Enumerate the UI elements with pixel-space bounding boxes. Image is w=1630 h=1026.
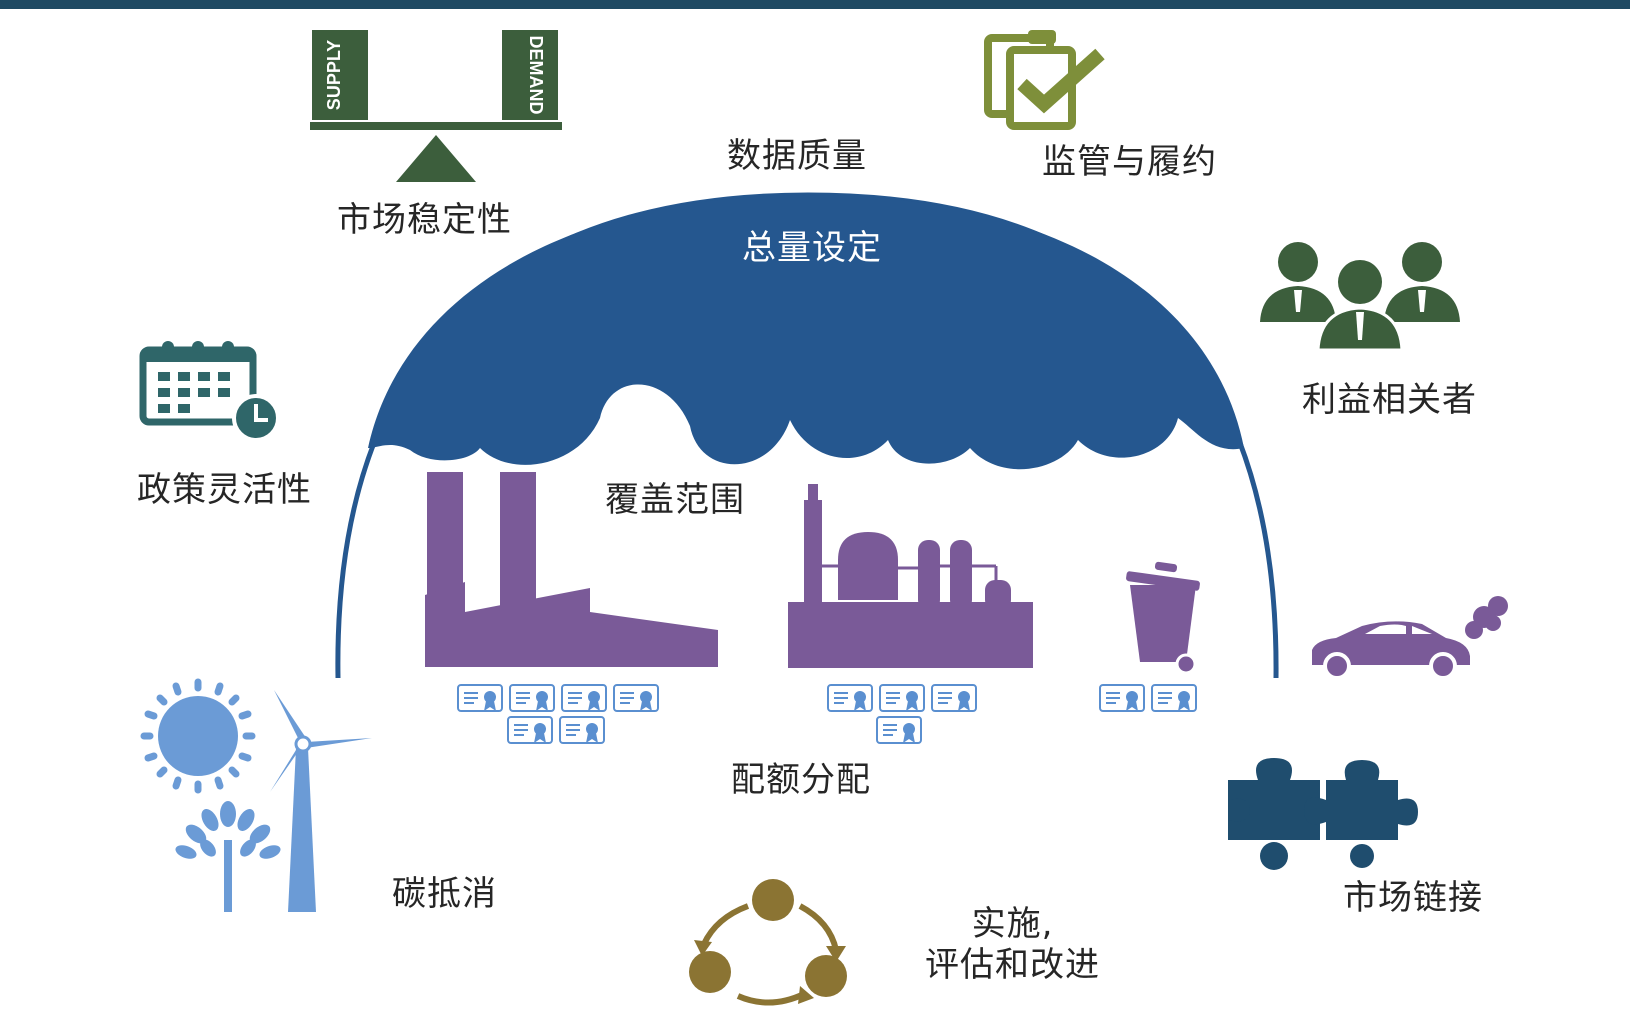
supervision-compliance-label: 监管与履约 xyxy=(1042,142,1217,182)
stakeholders-label: 利益相关者 xyxy=(1302,380,1477,420)
implementation-label-line1: 实施, xyxy=(971,904,1054,944)
data-quality-label: 数据质量 xyxy=(727,136,867,176)
allowance-certificate-icon xyxy=(1099,684,1145,712)
carbon-offset-label: 碳抵消 xyxy=(392,874,497,914)
cap-cloud-shape xyxy=(368,195,1244,470)
refinery-icon xyxy=(788,484,1033,668)
allowance-certificate-icon xyxy=(561,684,607,712)
allowance-certificate-icon xyxy=(509,684,555,712)
cap-setting-label: 总量设定 xyxy=(742,228,882,268)
cycle-arrows-icon xyxy=(689,879,847,1006)
policy-flexibility-label: 政策灵活性 xyxy=(137,470,312,510)
wind-turbine-icon xyxy=(270,690,372,912)
sun-icon xyxy=(140,678,256,794)
supply-label: SUPPLY xyxy=(324,40,344,110)
stakeholders-people-icon xyxy=(1260,242,1460,352)
demand-label: DEMAND xyxy=(526,36,546,115)
car-exhaust-icon xyxy=(1312,596,1508,680)
trash-bin-icon xyxy=(1126,561,1200,675)
allowance-certificate-icon xyxy=(827,684,873,712)
allowance-certificate-icon xyxy=(457,684,503,712)
allowance-certificate-icon xyxy=(931,684,977,712)
clipboard-check-icon xyxy=(984,30,1105,130)
allowance-certificate-icon xyxy=(507,716,553,744)
allowance-certificate-icon xyxy=(1151,684,1197,712)
puzzle-piece-icon xyxy=(1228,758,1418,870)
coverage-label: 覆盖范围 xyxy=(605,480,745,520)
allocation-label: 配额分配 xyxy=(731,760,871,800)
market-linkage-label: 市场链接 xyxy=(1343,878,1483,918)
calendar-clock-icon xyxy=(139,341,280,442)
allowance-certificates xyxy=(457,684,1197,744)
implementation-label-line2: 评估和改进 xyxy=(925,944,1100,985)
allowance-certificate-icon xyxy=(613,684,659,712)
top-bar xyxy=(0,0,1630,9)
allowance-certificate-icon xyxy=(876,716,922,744)
cap-dome xyxy=(335,192,1279,679)
allowance-certificate-icon xyxy=(559,716,605,744)
factory-icon xyxy=(425,472,718,667)
market-stability-label: 市场稳定性 xyxy=(337,200,512,240)
allowance-certificate-icon xyxy=(879,684,925,712)
tree-icon xyxy=(175,801,281,912)
balance-scale-icon: SUPPLY DEMAND xyxy=(310,30,562,182)
implementation-label: 实施, 评估和改进 xyxy=(925,904,1100,986)
